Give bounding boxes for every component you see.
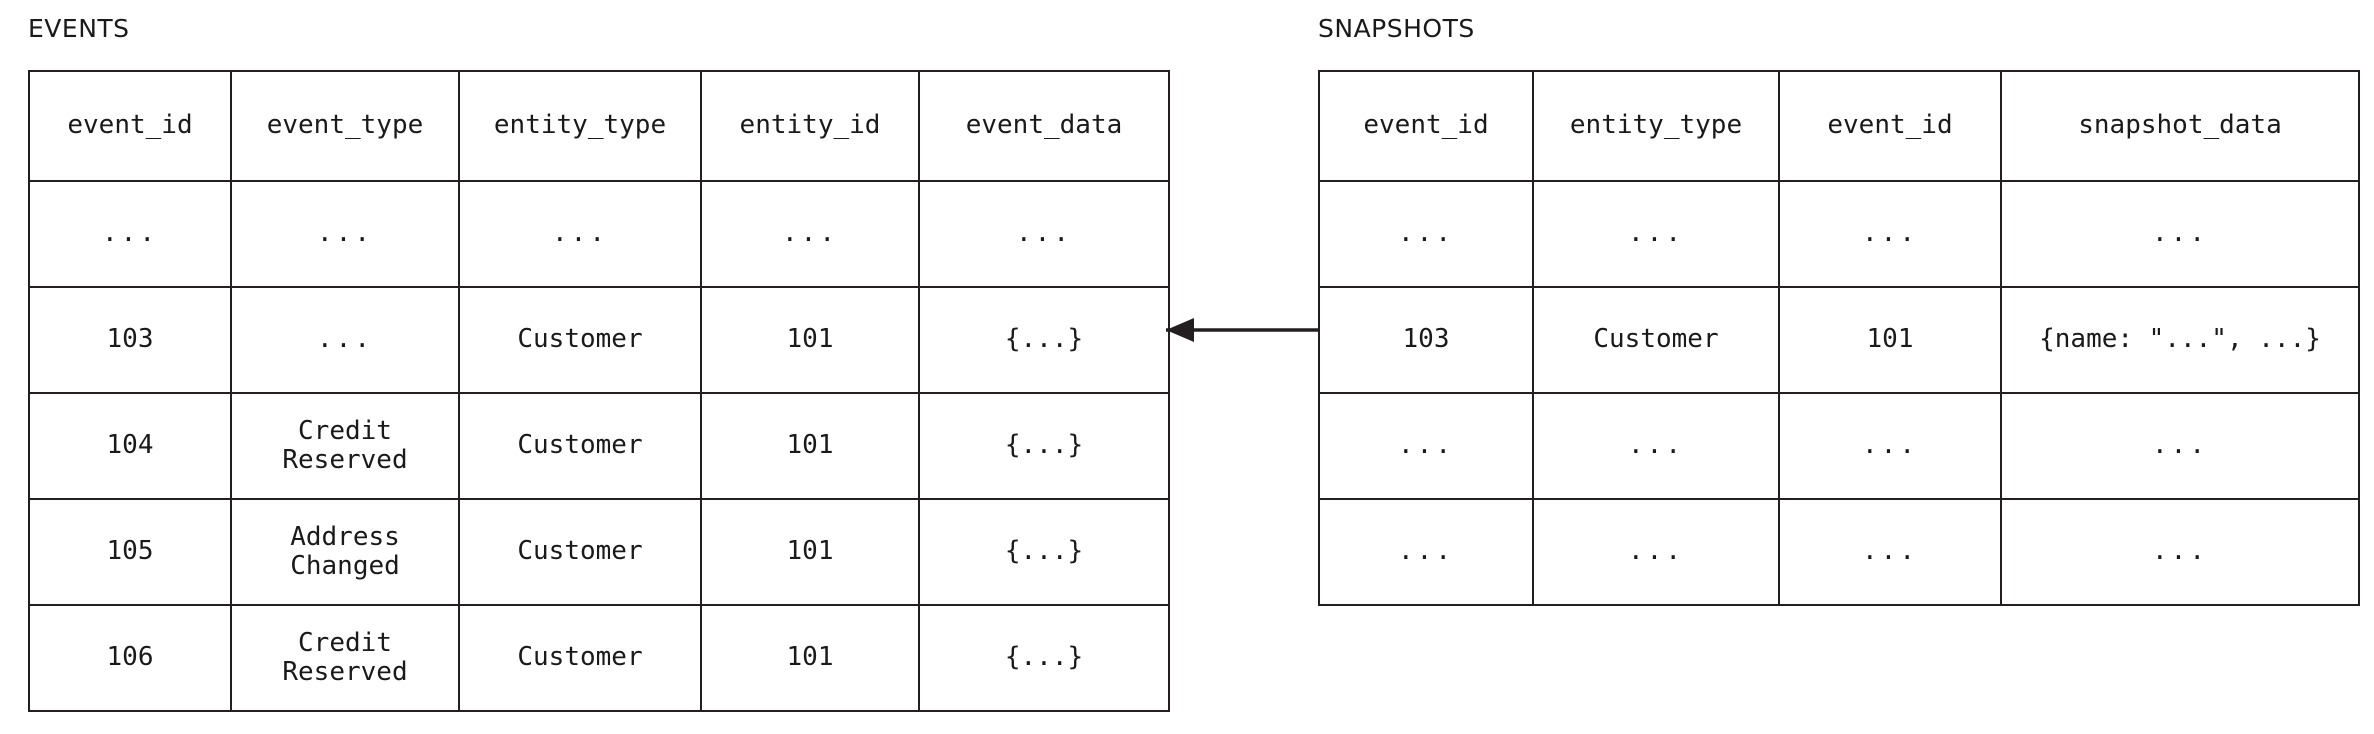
events-cell-event-id: ... bbox=[28, 180, 232, 288]
snapshots-cell-entity-type: ... bbox=[1532, 392, 1780, 500]
table-row: 103 ... Customer 101 {...} bbox=[28, 286, 1170, 394]
table-row: ... ... ... ... ... bbox=[28, 180, 1170, 288]
events-cell-entity-type: Customer bbox=[458, 498, 702, 606]
snapshots-cell-event-id-2: ... bbox=[1778, 392, 2002, 500]
events-cell-entity-id: 101 bbox=[700, 604, 920, 712]
events-cell-entity-id: 101 bbox=[700, 286, 920, 394]
table-row: 103 Customer 101 {name: "...", ...} bbox=[1318, 286, 2360, 394]
events-cell-entity-id: ... bbox=[700, 180, 920, 288]
snapshots-cell-event-id-2: 101 bbox=[1778, 286, 2002, 394]
events-cell-event-id: 106 bbox=[28, 604, 232, 712]
events-cell-entity-id: 101 bbox=[700, 498, 920, 606]
events-cell-event-id: 103 bbox=[28, 286, 232, 394]
snapshots-cell-entity-type: Customer bbox=[1532, 286, 1780, 394]
table-row: ... ... ... ... bbox=[1318, 392, 2360, 500]
snapshots-cell-entity-type: ... bbox=[1532, 498, 1780, 606]
events-header-event-type: event_type bbox=[230, 70, 460, 182]
events-cell-event-data: {...} bbox=[918, 392, 1170, 500]
events-header-entity-id: entity_id bbox=[700, 70, 920, 182]
snapshots-header-entity-type: entity_type bbox=[1532, 70, 1780, 182]
snapshots-cell-snapshot-data: ... bbox=[2000, 498, 2360, 606]
events-table-caption: EVENTS bbox=[28, 14, 130, 43]
events-cell-event-id: 105 bbox=[28, 498, 232, 606]
events-cell-entity-type: Customer bbox=[458, 392, 702, 500]
events-cell-event-id: 104 bbox=[28, 392, 232, 500]
events-table: event_id event_type entity_type entity_i… bbox=[28, 70, 1170, 712]
snapshots-cell-event-id: ... bbox=[1318, 392, 1534, 500]
events-header-row: event_id event_type entity_type entity_i… bbox=[28, 70, 1170, 182]
snapshots-table-caption: SNAPSHOTS bbox=[1318, 14, 1475, 43]
events-cell-event-data: {...} bbox=[918, 604, 1170, 712]
snapshots-header-snapshot-data: snapshot_data bbox=[2000, 70, 2360, 182]
snapshots-cell-event-id: ... bbox=[1318, 180, 1534, 288]
table-row: ... ... ... ... bbox=[1318, 180, 2360, 288]
snapshots-table: event_id entity_type event_id snapshot_d… bbox=[1318, 70, 2360, 606]
events-header-event-data: event_data bbox=[918, 70, 1170, 182]
events-cell-event-data: ... bbox=[918, 180, 1170, 288]
snapshot-to-event-arrow bbox=[1166, 318, 1324, 342]
snapshots-header-row: event_id entity_type event_id snapshot_d… bbox=[1318, 70, 2360, 182]
events-cell-event-type: ... bbox=[230, 180, 460, 288]
snapshots-cell-event-id-2: ... bbox=[1778, 180, 2002, 288]
snapshots-header-event-id-2: event_id bbox=[1778, 70, 2002, 182]
events-cell-event-data: {...} bbox=[918, 286, 1170, 394]
snapshots-cell-event-id: 103 bbox=[1318, 286, 1534, 394]
snapshots-cell-snapshot-data: {name: "...", ...} bbox=[2000, 286, 2360, 394]
events-cell-entity-id: 101 bbox=[700, 392, 920, 500]
events-cell-event-data: {...} bbox=[918, 498, 1170, 606]
snapshots-header-event-id: event_id bbox=[1318, 70, 1534, 182]
events-cell-entity-type: Customer bbox=[458, 604, 702, 712]
snapshots-cell-event-id-2: ... bbox=[1778, 498, 2002, 606]
snapshots-cell-snapshot-data: ... bbox=[2000, 392, 2360, 500]
snapshots-cell-entity-type: ... bbox=[1532, 180, 1780, 288]
events-header-entity-type: entity_type bbox=[458, 70, 702, 182]
events-cell-event-type: ... bbox=[230, 286, 460, 394]
snapshots-cell-snapshot-data: ... bbox=[2000, 180, 2360, 288]
events-cell-entity-type: ... bbox=[458, 180, 702, 288]
snapshots-cell-event-id: ... bbox=[1318, 498, 1534, 606]
table-row: ... ... ... ... bbox=[1318, 498, 2360, 606]
events-cell-entity-type: Customer bbox=[458, 286, 702, 394]
events-header-event-id: event_id bbox=[28, 70, 232, 182]
